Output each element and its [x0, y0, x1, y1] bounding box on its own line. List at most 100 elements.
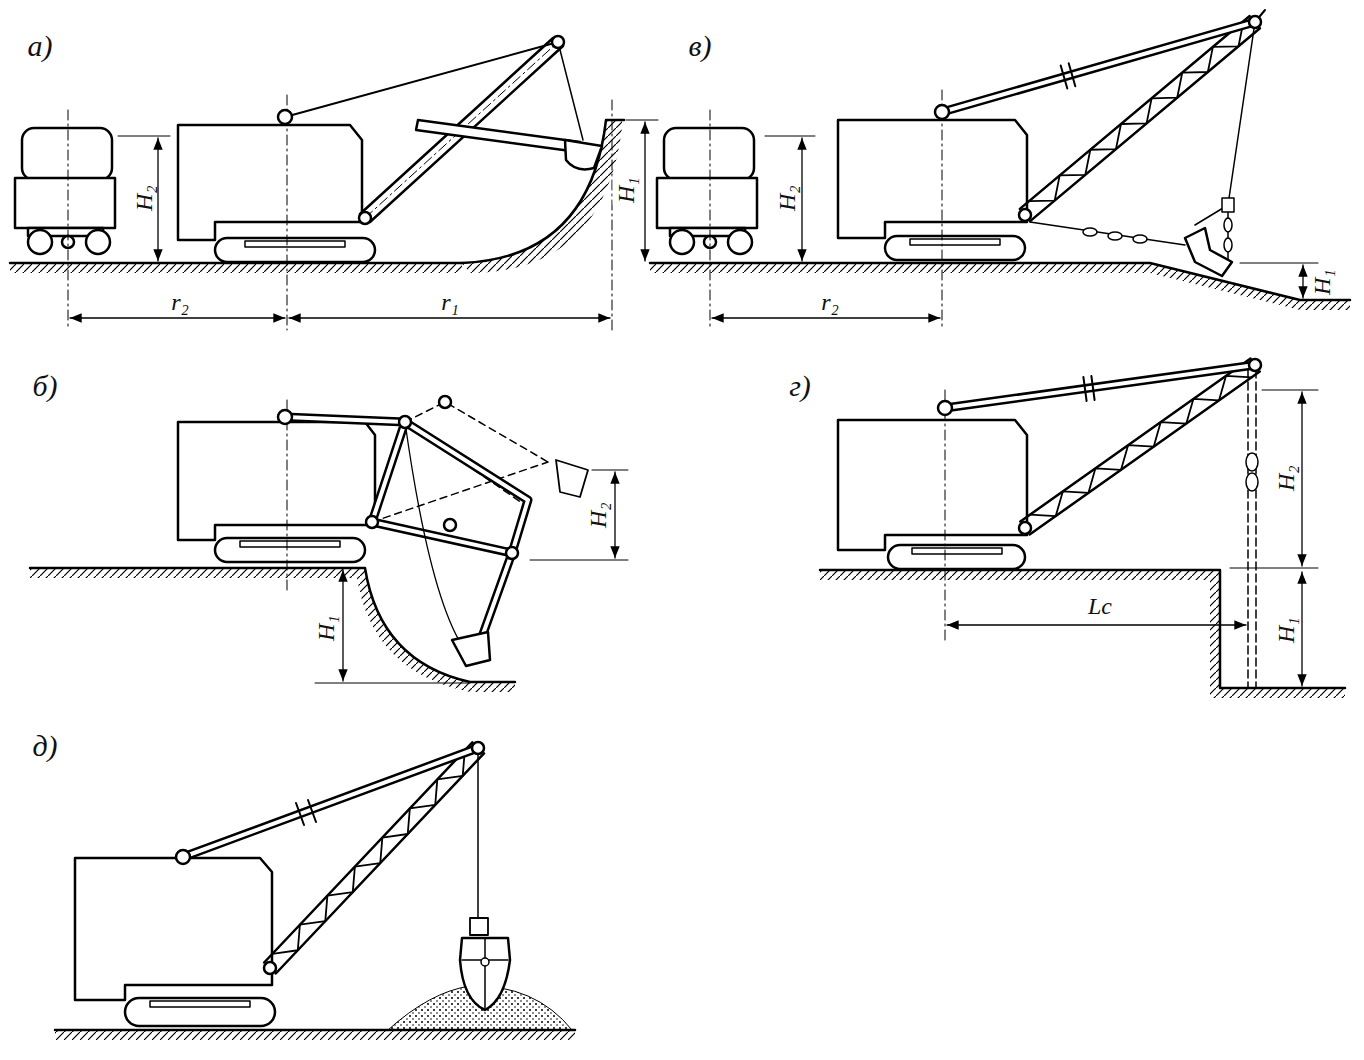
panel-b-backhoe [30, 396, 628, 692]
dimension-label: r₂ [169, 289, 191, 315]
line-art [945, 365, 1255, 408]
line-art [765, 136, 815, 263]
panel-a-shovel [10, 36, 658, 330]
panel-v-dragline [650, 10, 1350, 330]
circle-art [472, 742, 484, 754]
line-art [650, 263, 1350, 310]
line-art [1185, 228, 1232, 276]
line-art [558, 42, 583, 140]
line-art [614, 472, 615, 558]
g-art [264, 742, 484, 973]
line-art [183, 748, 478, 857]
dimension-label: H₁ [1309, 267, 1335, 297]
dimension-label: H₂ [131, 183, 157, 213]
rect-art [55, 1030, 575, 1040]
line-art [75, 858, 272, 1000]
clamshell-grab [460, 918, 510, 1010]
line-art [405, 422, 465, 650]
rect-art [215, 538, 365, 562]
line-art [945, 390, 946, 640]
circle-art [552, 36, 564, 48]
line-art [30, 568, 515, 692]
line-art [178, 125, 362, 240]
rect-art [664, 128, 754, 180]
g-art [10, 10, 1350, 1040]
dimension-label: H₁ [1273, 615, 1299, 645]
line-art [1020, 16, 1260, 221]
rect-art [657, 178, 757, 228]
ellipse-art [1133, 235, 1147, 243]
line-art [626, 120, 658, 121]
circle-art [506, 547, 518, 559]
line-art [838, 120, 1027, 238]
line-art [1083, 376, 1094, 401]
rect-art [10, 263, 462, 273]
ellipse-art [1246, 453, 1258, 471]
circle-art [728, 230, 752, 254]
circle-art [938, 401, 952, 415]
line-art [460, 938, 510, 1010]
g-art [1020, 16, 1260, 221]
line-art [942, 22, 1255, 112]
line-art [712, 317, 940, 318]
line-art [70, 317, 285, 318]
circle-art [399, 416, 411, 428]
line-art [342, 570, 343, 681]
panel-d-clamshell [55, 742, 575, 1040]
line-art [1030, 222, 1185, 245]
ellipse-art [1108, 232, 1122, 240]
line-art [942, 90, 943, 330]
line-art [820, 570, 1345, 698]
line-art [1228, 22, 1255, 205]
line-art [710, 110, 711, 330]
circle-art [935, 105, 949, 119]
rect-art [910, 239, 1000, 245]
line-art [178, 422, 375, 540]
dimension-label: H₂ [585, 500, 611, 530]
ellipse-art [1083, 228, 1097, 236]
dimension-label: H₁ [613, 175, 639, 205]
line-art [1301, 572, 1302, 686]
ellipse-art [1246, 473, 1258, 491]
circle-art [366, 516, 378, 528]
circle-art [28, 230, 52, 254]
line-art [612, 100, 613, 330]
g-art [285, 417, 528, 648]
line-art [296, 800, 316, 825]
dimension-label: H₂ [774, 183, 800, 213]
circle-art [86, 230, 110, 254]
circle-art [278, 410, 292, 424]
line-art [157, 138, 158, 261]
line-art [68, 110, 69, 330]
ellipse-art [1224, 218, 1232, 232]
panel-letter: в) [686, 29, 713, 62]
ellipse-art [1224, 238, 1232, 252]
line-art [264, 742, 484, 973]
line-art [285, 42, 558, 117]
panel-letter: а) [26, 29, 55, 62]
panel-letter: г) [787, 369, 813, 402]
circle-art [1249, 359, 1261, 371]
circle-art [481, 958, 489, 966]
circle-art [1019, 209, 1031, 221]
line-art [801, 138, 802, 261]
line-art [287, 95, 288, 330]
panel-letter: б) [30, 369, 59, 402]
circle-art [444, 519, 456, 531]
rect-art [888, 545, 1025, 569]
line-art [838, 420, 1027, 550]
rect-art [15, 178, 115, 228]
circle-art [670, 230, 694, 254]
rect-art [125, 998, 275, 1026]
dimension-label: H₁ [313, 613, 339, 643]
line-art [118, 136, 170, 263]
line-art [650, 263, 1350, 300]
line-art [285, 417, 528, 648]
circle-art [359, 212, 371, 224]
circle-art [264, 962, 276, 974]
line-art [470, 918, 488, 935]
line-art [644, 122, 645, 261]
rect-art [150, 1001, 250, 1007]
line-art [1302, 265, 1303, 298]
